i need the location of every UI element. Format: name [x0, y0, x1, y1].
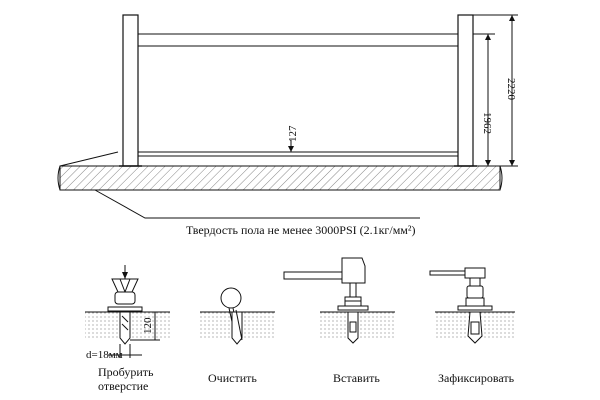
hammer-handle-icon: [283, 271, 343, 280]
wrench-head-icon: [464, 267, 486, 279]
floor-slab: [57, 165, 503, 191]
step-fix: Зафиксировать: [429, 267, 515, 385]
railing-elevation: 127 1962 2220 Твердость пола не менее 30…: [57, 14, 518, 237]
step-fix-label: Зафиксировать: [438, 371, 515, 385]
step-drill-label-2: отверстие: [98, 379, 148, 393]
rail-gap-dimension: 127: [287, 125, 299, 152]
left-post: [119, 14, 142, 167]
top-handrail: [138, 33, 458, 47]
total-height-label: 2220: [505, 78, 517, 101]
wrench-handle-icon: [429, 270, 471, 276]
post-height-label: 1962: [481, 112, 493, 134]
step-drill: 120 d=18мм Пробурить отверстие: [85, 265, 170, 393]
hole-depth-label: 120: [142, 317, 154, 334]
total-height-dimension: 2220: [473, 14, 518, 167]
step-insert-label: Вставить: [333, 371, 380, 385]
floor-hardness-note: Твердость пола не менее 3000PSI (2.1кг/м…: [186, 223, 415, 237]
rail-gap-label: 127: [287, 125, 299, 142]
bottom-rail: [138, 151, 458, 157]
hammer-head-icon: [341, 257, 366, 284]
right-post: [454, 14, 477, 167]
floor-edge-line: [59, 151, 119, 167]
post-height-dimension: 1962: [473, 33, 495, 166]
step-drill-label-1: Пробурить: [98, 365, 154, 379]
step-insert: Вставить: [283, 257, 395, 385]
blower-bulb-icon: [220, 287, 242, 309]
step-clean: Очистить: [200, 287, 275, 385]
floor-note-leader: [94, 189, 420, 219]
step-clean-label: Очистить: [208, 371, 257, 385]
hole-diameter-label: d=18мм: [86, 349, 123, 361]
